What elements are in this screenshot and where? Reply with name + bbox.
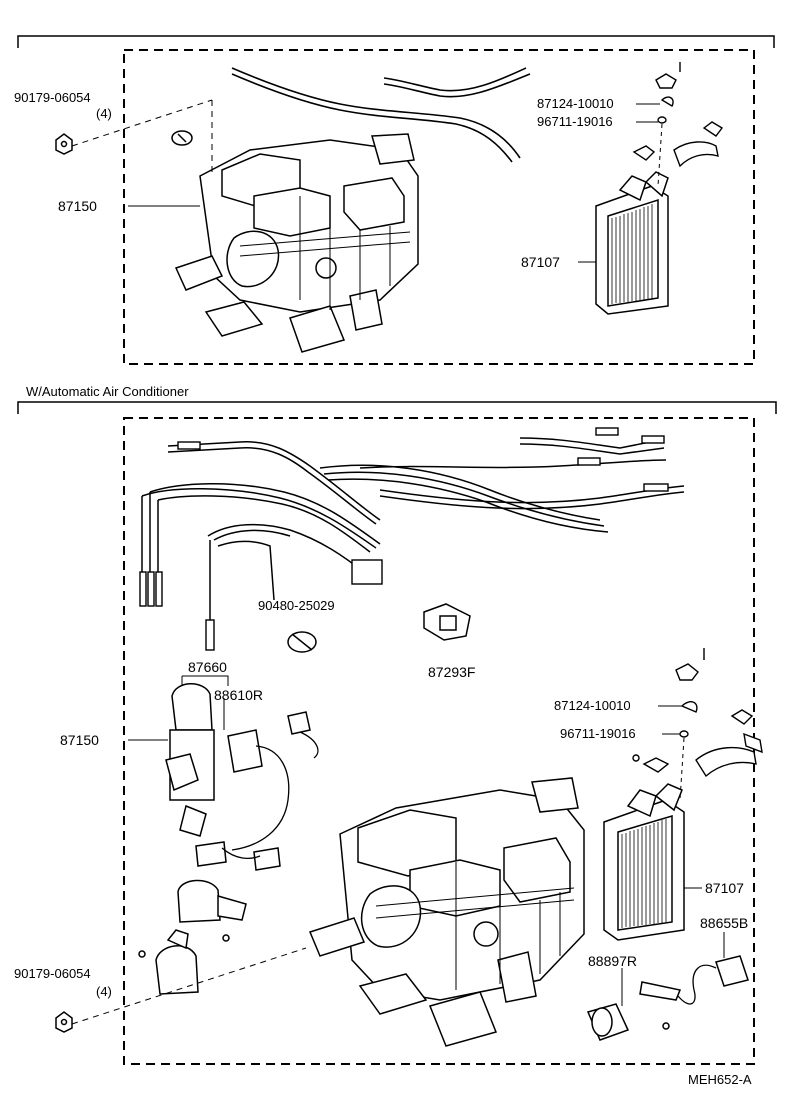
top-clamp-parts <box>632 62 724 168</box>
auto-leaders <box>128 675 725 1006</box>
label-auto-bolt: 90179-06054 <box>14 966 91 981</box>
auto-heater-unit <box>308 777 585 1047</box>
top-mount-grommet <box>171 130 193 146</box>
auto-servo-assembly <box>165 683 311 871</box>
auto-wire-ends <box>139 427 669 651</box>
top-clamp-dashed <box>657 123 663 187</box>
top-pipes <box>231 67 531 163</box>
label-auto-core: 87107 <box>705 880 744 896</box>
label-auto-servo: 87660 <box>188 659 227 675</box>
top-heater-unit <box>174 133 419 353</box>
label-auto-wire: 88610R <box>214 687 263 703</box>
auto-bolt <box>55 1011 73 1033</box>
auto-heater-detail-lines <box>375 862 575 990</box>
auto-core-fins <box>621 819 667 928</box>
auto-actuators <box>138 879 247 995</box>
label-auto-bolt-qty: (4) <box>96 984 112 999</box>
label-auto-thermistor: 88655B <box>700 915 748 931</box>
auto-sensor <box>423 603 471 641</box>
auto-servo-wires <box>221 731 319 860</box>
auto-wire-harness <box>141 437 685 624</box>
label-auto-sensor: 87293F <box>428 664 475 680</box>
auto-clamp-parts <box>632 648 763 778</box>
auto-heater-core <box>603 783 685 941</box>
label-top-grommet: 96711-19016 <box>537 114 613 129</box>
section-title: W/Automatic Air Conditioner <box>26 384 189 399</box>
label-top-core: 87107 <box>521 254 560 270</box>
auto-bolt-leader <box>71 947 307 1025</box>
top-bolt <box>55 133 73 155</box>
top-leaders <box>128 103 660 263</box>
top-section-frame <box>17 35 775 365</box>
label-auto-relay: 88897R <box>588 953 637 969</box>
auto-thermistor-relay <box>586 955 749 1041</box>
label-auto-unit: 87150 <box>60 732 99 748</box>
top-bolt-leader <box>71 99 213 147</box>
label-top-bolt-qty: (4) <box>96 106 112 121</box>
auto-small-connector <box>287 631 317 653</box>
top-core-fins <box>611 204 653 304</box>
auto-thermistor-wire <box>677 964 717 1005</box>
label-top-clamp: 87124-10010 <box>537 96 614 111</box>
label-auto-grommet: 96711-19016 <box>560 726 636 741</box>
auto-clamp-dashed <box>679 737 685 801</box>
top-heater-detail-lines <box>239 196 411 310</box>
label-top-bolt: 90179-06054 <box>14 90 91 105</box>
label-auto-connector: 90480-25029 <box>258 598 335 613</box>
figure-code: MEH652-A <box>688 1072 752 1087</box>
label-auto-clamp: 87124-10010 <box>554 698 631 713</box>
label-top-unit: 87150 <box>58 198 97 214</box>
